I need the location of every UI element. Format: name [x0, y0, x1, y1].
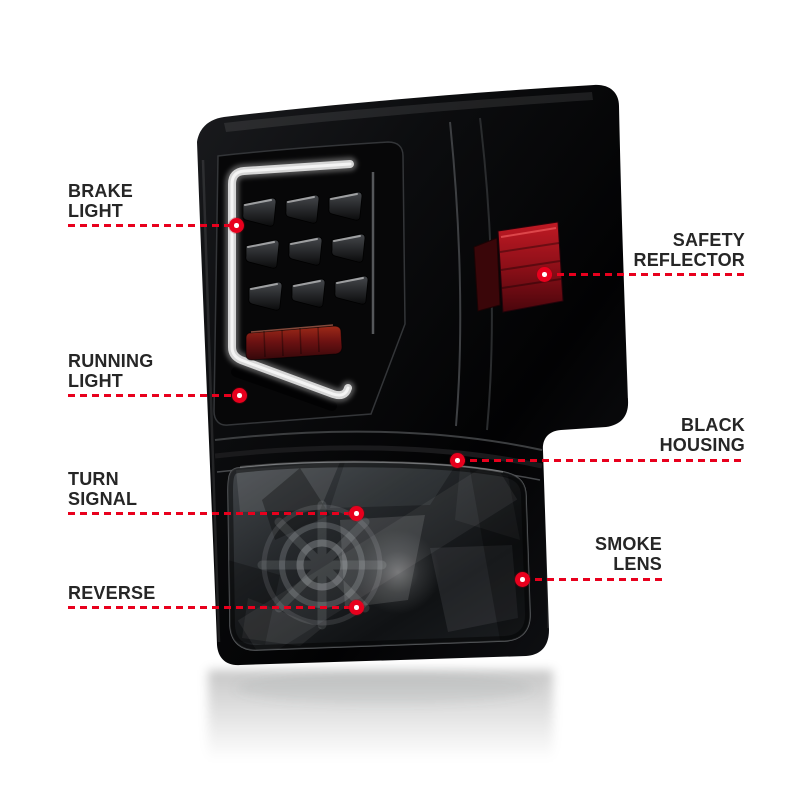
- callout-dot-turn-signal: [349, 506, 364, 521]
- callout-dot-black-housing: [450, 453, 465, 468]
- label-line: BLACK: [681, 415, 745, 435]
- leader-line-turn-signal: [68, 512, 357, 515]
- leader-line-running-light: [68, 394, 239, 397]
- label-line: BRAKE: [68, 181, 134, 201]
- leader-line-smoke-lens: [523, 578, 662, 581]
- label-reverse: REVERSE: [68, 583, 155, 603]
- label-line: SIGNAL: [68, 489, 138, 509]
- label-black-housing: BLACK HOUSING: [660, 415, 745, 455]
- label-brake-light: BRAKE LIGHT: [68, 181, 133, 221]
- label-turn-signal: TURN SIGNAL: [68, 469, 137, 509]
- smoke-lens-section: [227, 460, 531, 651]
- callout-dot-running-light: [232, 388, 247, 403]
- running-light-reflector: [245, 324, 343, 361]
- label-safety-reflector: SAFETY REFLECTOR: [634, 230, 745, 270]
- brake-light-section: [213, 141, 406, 426]
- floor-reflection: [208, 670, 553, 760]
- label-line: HOUSING: [659, 435, 745, 455]
- label-line: SMOKE: [594, 534, 662, 554]
- leader-line-brake-light: [68, 224, 237, 227]
- label-line: REFLECTOR: [633, 250, 745, 270]
- label-line: RUNNING: [68, 351, 154, 371]
- label-line: SAFETY: [672, 230, 745, 250]
- label-line: TURN: [68, 469, 119, 489]
- callout-dot-reverse: [349, 600, 364, 615]
- callout-dot-safety-reflector: [537, 267, 552, 282]
- callout-dot-smoke-lens: [515, 572, 530, 587]
- leader-line-reverse: [68, 606, 357, 609]
- safety-reflector-strip: [473, 221, 564, 313]
- callout-dot-brake-light: [229, 218, 244, 233]
- label-line: LIGHT: [68, 201, 123, 221]
- label-running-light: RUNNING LIGHT: [68, 351, 153, 391]
- leader-line-safety-reflector: [545, 273, 745, 276]
- leader-line-black-housing: [458, 459, 745, 462]
- label-line: REVERSE: [68, 583, 156, 603]
- label-line: LIGHT: [68, 371, 123, 391]
- label-smoke-lens: SMOKE LENS: [595, 534, 662, 574]
- label-line: LENS: [613, 554, 662, 574]
